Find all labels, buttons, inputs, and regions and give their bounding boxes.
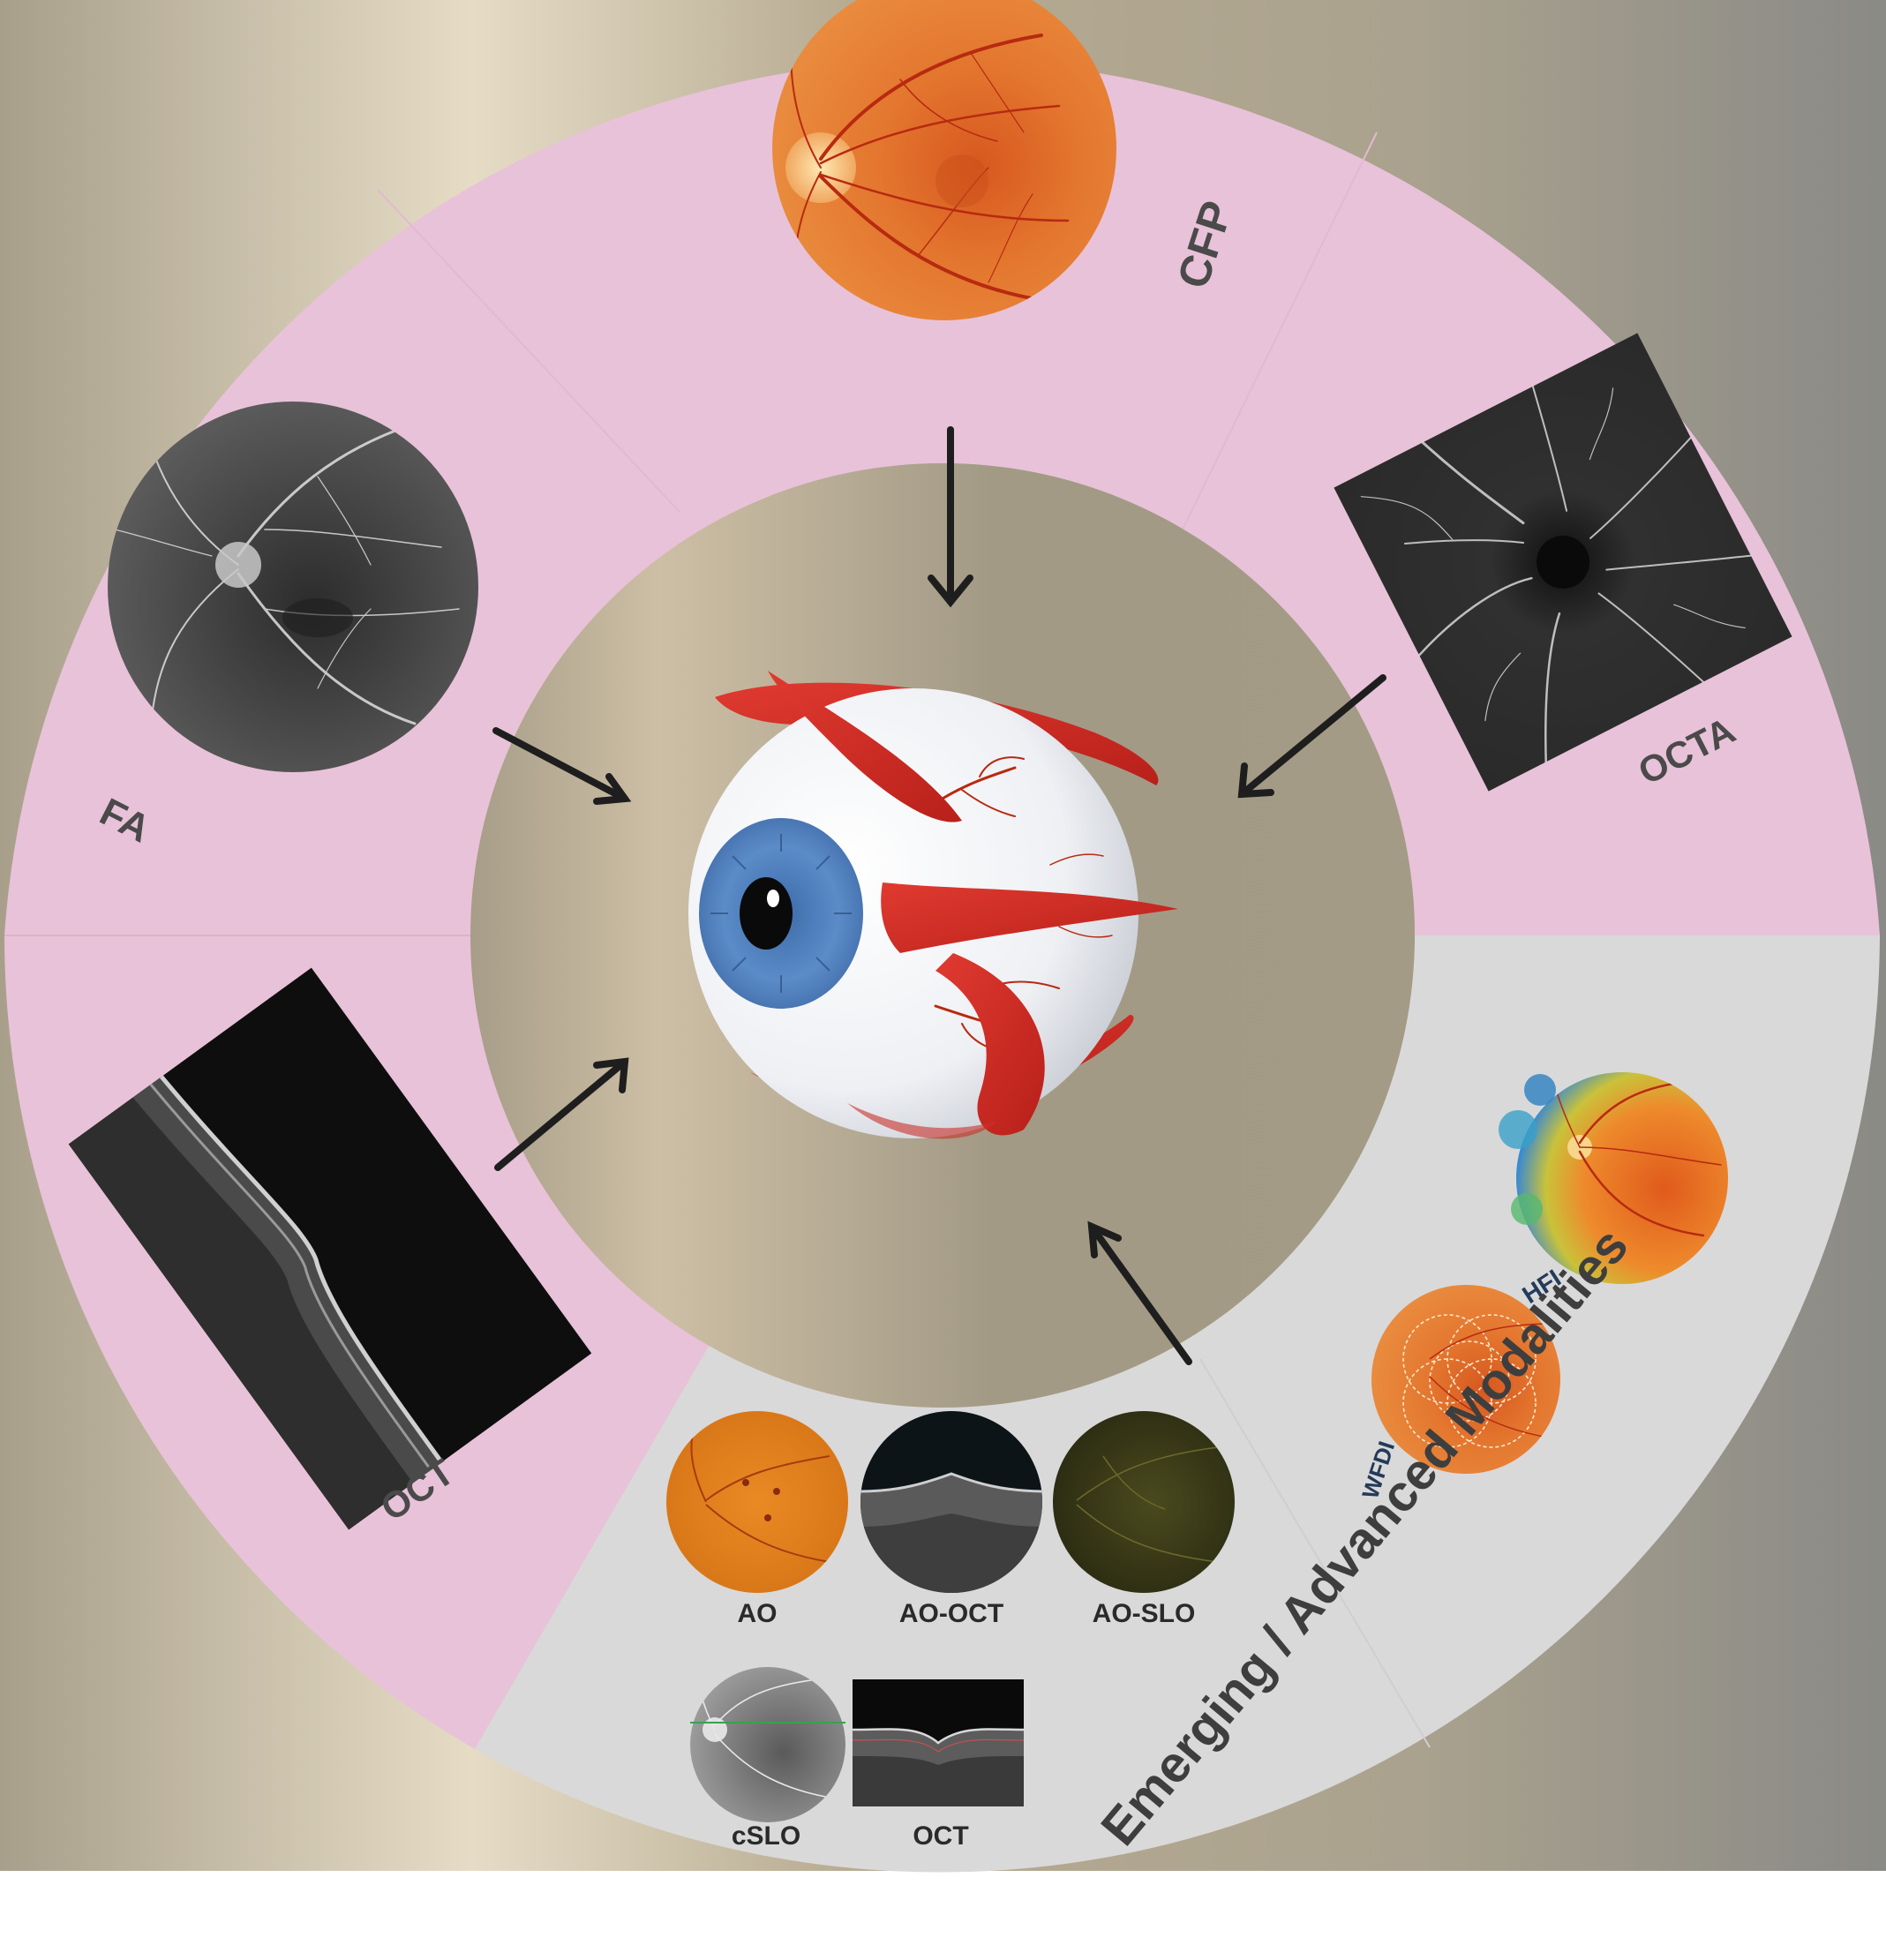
arrow-octa [1238,674,1386,798]
fa-angiogram-icon [108,402,478,772]
eyeball-icon [688,671,1178,1139]
arrowhead-emerging [1087,1220,1122,1258]
arrowhead-oct [593,1057,629,1093]
hfi-heatmap-icon [1499,1072,1728,1284]
arrow-emerging [1088,1223,1192,1365]
ao-image-icon [666,1411,848,1593]
cfp-fundus-icon [772,0,1116,320]
label-ao: AO [738,1599,778,1628]
arrowhead-cfp [928,574,973,608]
oct-bscan-icon [852,1679,1025,1806]
arrow-fa [492,727,628,802]
label-cslo: cSLO [732,1821,800,1851]
band-divider-upper-left [377,189,680,513]
ao-oct-image-icon [860,1411,1042,1593]
label-oct-small: OCT [913,1821,968,1851]
oct-scan-icon [68,967,592,1530]
arrow-oct [494,1058,628,1171]
arrows [492,426,1386,1365]
octa-angiogram-icon [1334,333,1792,792]
band-divider-upper-right [1182,131,1378,530]
cslo-image-icon [690,1667,845,1822]
arrowhead-octa [1237,762,1274,799]
page-bottom-margin [0,1871,1886,1960]
band-divider-emerging [1199,1358,1431,1748]
ao-slo-image-icon [1053,1411,1235,1593]
label-ao-slo: AO-SLO [1093,1599,1196,1628]
arrowhead-fa [593,773,632,805]
wfdi-montage-icon [1371,1285,1560,1474]
label-ao-oct: AO-OCT [899,1599,1003,1628]
